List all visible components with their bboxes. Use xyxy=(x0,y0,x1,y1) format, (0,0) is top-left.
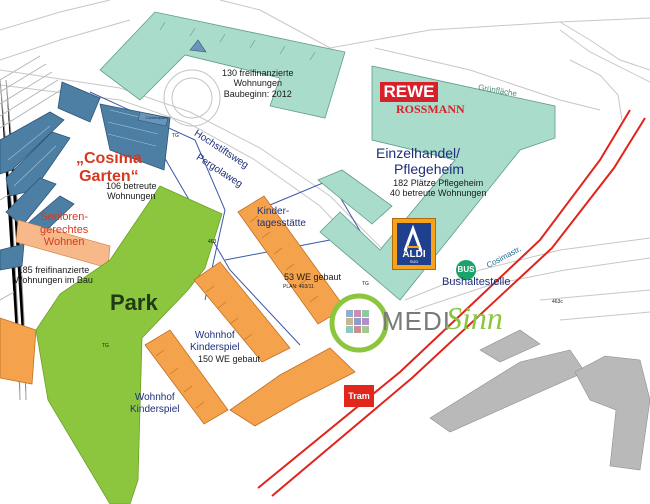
aldi-sub-text: SÜD xyxy=(409,259,419,264)
cosima-stats-line-2: Wohnungen xyxy=(107,191,156,202)
roundabout xyxy=(163,69,221,127)
building-einzelhandel-wing xyxy=(317,169,393,225)
building-einzelhandel xyxy=(319,65,556,301)
aldi-logo: ALDI SÜD xyxy=(392,218,436,270)
einzelhandel-line-1: Einzelhandel/ xyxy=(375,145,461,161)
rossmann-logo: ROSSMANN xyxy=(396,102,465,116)
wohnhof-2-line-2: Kinderspiel xyxy=(130,403,180,415)
label-plan-no: PLAN: 463/11 xyxy=(283,284,314,290)
cosima-line-1: „Cosima xyxy=(76,150,142,167)
label-cosima-stats: 106 betreute Wohnungen xyxy=(106,181,157,202)
label-housing-130: 130 freifinanzierte Wohnungen Baubeginn:… xyxy=(222,68,294,99)
label-park: Park xyxy=(110,290,158,315)
tram-tracks xyxy=(257,109,646,497)
street-lines xyxy=(0,0,650,321)
pflege-stats-line-2: 40 betreute Wohnungen xyxy=(390,188,487,199)
building-130-wohnungen xyxy=(99,11,346,119)
housing-185-line-1: 185 freifinanzierte xyxy=(17,265,90,275)
label-kita: Kinder- tagesstätte xyxy=(257,206,306,229)
wohnhof-2-line-1: Wohnhof xyxy=(134,392,175,403)
medisinn-sinn: Sinn xyxy=(446,300,503,336)
wohnhof-1-line-1: Wohnhof xyxy=(194,330,235,341)
building-wohnhof-1 xyxy=(193,261,291,363)
label-wohnhof-1: Wohnhof Kinderspiel xyxy=(190,330,239,353)
cosima-line-2: Garten“ xyxy=(79,168,139,186)
building-lower-orange xyxy=(229,347,356,427)
label-housing-185: 185 freifinanzierte Wohnungen im Bau xyxy=(14,265,93,286)
label-pflege-stats: 182 Plätze Pflegeheim 40 betreute Wohnun… xyxy=(390,178,486,199)
building-130-ticks xyxy=(159,21,316,61)
label-cosima-garten: „Cosima Garten“ xyxy=(76,150,142,187)
einzelhandel-line-2: Pflegeheim xyxy=(394,161,465,178)
aldi-logo-inner: ALDI SÜD xyxy=(397,223,431,265)
label-we-150: 150 WE gebaut xyxy=(198,354,261,364)
label-senioren: Senioren- gerechtes Wohnen xyxy=(40,211,88,249)
medisinn-emblem xyxy=(329,293,389,353)
tram-badge: Tram xyxy=(344,385,374,407)
medisinn-logo: MEDI Sinn xyxy=(328,292,524,354)
kita-line-2: tagesstätte xyxy=(257,217,306,229)
label-tg-2: TG xyxy=(362,281,369,287)
building-wohnhof-2 xyxy=(144,329,229,425)
park-area xyxy=(35,185,223,504)
wohnhof-1-line-2: Kinderspiel xyxy=(190,341,240,353)
housing-130-line-3: Baubeginn: 2012 xyxy=(223,88,292,99)
label-we-53: 53 WE gebaut xyxy=(284,272,342,282)
orange-ticks xyxy=(155,215,319,409)
label-num-463c: 463c xyxy=(552,299,563,305)
label-tg-3: TG xyxy=(102,343,109,349)
bus-badge: BUS xyxy=(456,260,476,280)
rewe-logo: REWE xyxy=(380,82,438,102)
label-num-463: 463 xyxy=(208,239,217,245)
label-tg-1: TG xyxy=(172,133,179,139)
small-buildings xyxy=(137,39,207,127)
rewe-rossmann-logo: REWE ROSSMANN xyxy=(378,82,506,116)
label-wohnhof-2: Wohnhof Kinderspiel xyxy=(130,392,179,415)
existing-buildings xyxy=(429,329,650,471)
cosima-stats-line-1: 106 betreute xyxy=(106,181,157,191)
label-einzelhandel: Einzelhandel/ Pflegeheim xyxy=(372,145,464,177)
aldi-a-mark xyxy=(403,225,423,252)
pflege-stats-line-1: 182 Plätze Pflegeheim xyxy=(393,178,484,188)
senioren-line-2: gerechtes xyxy=(40,223,89,236)
housing-130-line-1: 130 freifinanzierte xyxy=(222,68,294,78)
building-left-strip xyxy=(0,317,37,385)
label-cosima-small: Cosimapark xyxy=(146,115,168,120)
housing-130-line-2: Wohnungen xyxy=(233,78,282,89)
label-bushaltestelle: Bushaltestelle xyxy=(442,276,511,288)
housing-185-line-2: Wohnungen im Bau xyxy=(14,275,93,286)
medisinn-medi: MEDI xyxy=(382,306,451,336)
kita-line-1: Kinder- xyxy=(257,206,290,217)
senioren-line-1: Senioren- xyxy=(40,211,88,223)
senioren-line-3: Wohnen xyxy=(43,236,85,249)
aldi-text: ALDI xyxy=(402,249,426,260)
